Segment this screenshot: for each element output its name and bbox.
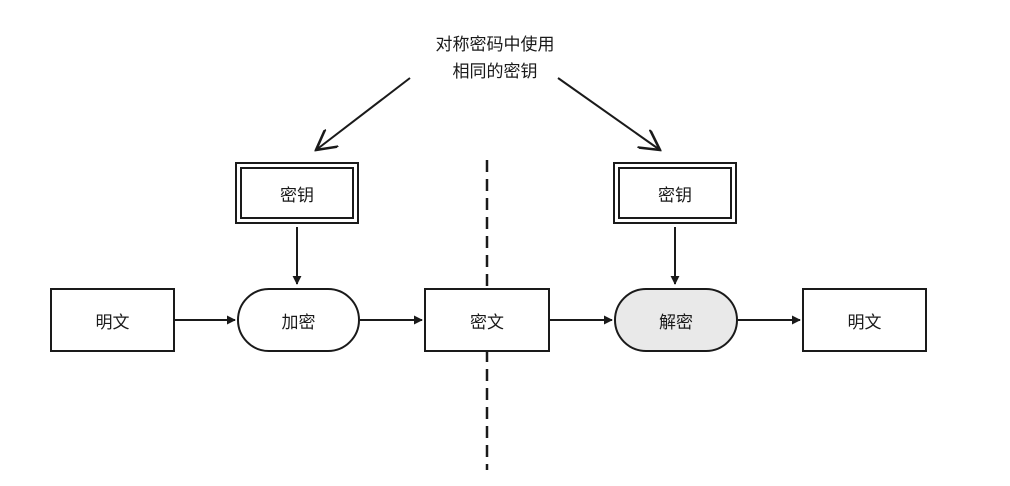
right-key-box: 密钥 — [613, 162, 737, 224]
plaintext-input-box: 明文 — [50, 288, 175, 352]
decrypt-node: 解密 — [614, 288, 738, 352]
plaintext-output-box: 明文 — [802, 288, 927, 352]
decrypt-label: 解密 — [659, 312, 693, 333]
left-key-box: 密钥 — [235, 162, 359, 224]
shared-key-caption: 对称密码中使用 相同的密钥 — [395, 32, 595, 86]
encrypt-label: 加密 — [281, 312, 316, 333]
encrypt-node: 加密 — [237, 288, 360, 352]
caption-to-left-key-arrow — [316, 77, 411, 150]
ciphertext-box: 密文 — [424, 288, 550, 352]
left-key-label: 密钥 — [280, 185, 314, 206]
caption-line-1: 对称密码中使用 — [435, 35, 555, 55]
plaintext-output-label: 明文 — [847, 312, 882, 333]
caption-to-right-key-arrow — [557, 77, 660, 150]
plaintext-input-label: 明文 — [95, 312, 130, 333]
right-key-label: 密钥 — [658, 185, 692, 206]
caption-line-2: 相同的密钥 — [452, 62, 538, 82]
ciphertext-label: 密文 — [470, 312, 504, 333]
